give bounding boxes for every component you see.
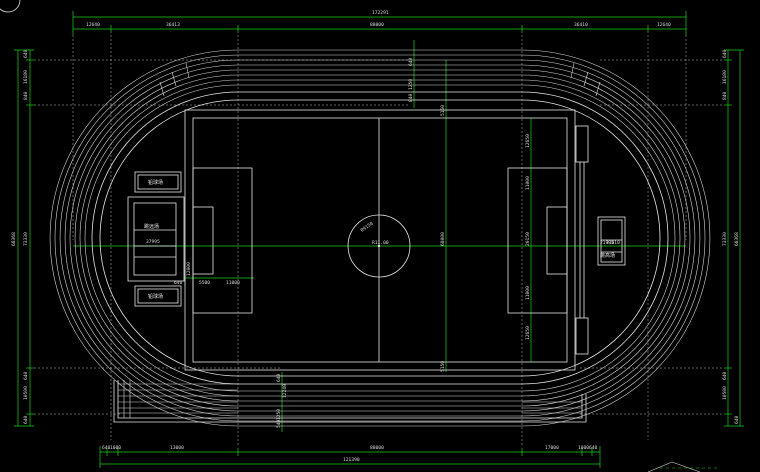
label-long-jump: 跳远场 — [144, 223, 159, 230]
dim-right-goal-2: 20150 — [525, 232, 531, 246]
dim-bottom-seg-5: 17000 — [545, 445, 559, 451]
dim-right-inner-3: 640 — [722, 371, 728, 380]
dim-left-3: 68368 — [11, 232, 17, 246]
dim-top-total: 172291 — [372, 10, 389, 16]
dim-bottom-vert-1: 5150 — [440, 361, 446, 372]
dim-right-4: 10500 — [722, 386, 728, 400]
dim-right-pen-1: 12650 — [525, 134, 531, 148]
dim-right-goal-3: 11000 — [525, 286, 531, 300]
dim-left-small-3: 5500 — [199, 280, 210, 286]
dim-left-1: 640 — [23, 49, 29, 58]
label-shotput-top: 铅球场 — [148, 179, 163, 186]
dim-bottom-seg-4: 88000 — [370, 445, 384, 451]
side-dim-right: 31010 — [606, 240, 620, 246]
dim-top-vert-4: 5150 — [440, 105, 446, 116]
dim-top-seg-5: 12640 — [657, 22, 671, 28]
dim-bottom-seg-1: 640 — [102, 445, 111, 451]
dim-left-small-1: 12000 — [186, 262, 192, 276]
dim-top-seg-3: 88000 — [370, 22, 384, 28]
dim-left-inner-3: 640 — [23, 371, 29, 380]
dim-bottom-total: 121390 — [343, 457, 360, 463]
north-arrow-fragment — [647, 461, 720, 472]
dim-bottom-mid-3: 1250 — [276, 409, 282, 420]
running-track — [49, 49, 711, 427]
dim-field-height: 68000 — [440, 232, 446, 246]
dim-goal-to-box: 11000 — [226, 280, 240, 286]
dim-bottom-mid-1: 640 — [276, 373, 282, 382]
dim-bottom-seg-2: 1000 — [110, 445, 121, 451]
label-high-jump: 跳高场 — [600, 252, 615, 259]
dim-right-3: 68368 — [734, 232, 740, 246]
dim-right-1: 640 — [722, 49, 728, 58]
circle-center-label: R11.00 — [372, 240, 389, 246]
label-left-court-mid: 37995 — [146, 239, 160, 245]
dim-top-seg-2: 36413 — [166, 22, 180, 28]
dim-top-vert-2: 1250 — [408, 79, 414, 90]
sprint-straight — [113, 380, 587, 423]
side-facilities — [127, 125, 626, 355]
dim-right-pen-2: 12650 — [525, 326, 531, 340]
dim-bottom-mid-2: 12240 — [282, 384, 288, 398]
dimension-text: 172291 12640 36413 88000 36410 12640 640… — [11, 10, 740, 463]
dim-top-vert-3: 840 — [408, 93, 414, 102]
corner-circle — [0, 0, 21, 13]
football-field — [184, 109, 576, 371]
dim-bottom-seg-7: 640 — [589, 445, 598, 451]
dim-right-goal-1: 11000 — [525, 176, 531, 190]
dim-bottom-seg-6: 1000 — [578, 445, 589, 451]
circle-radius-label: R9150 — [360, 221, 375, 234]
facility-labels: 铅球场 跳远场 37995 铅球场 21995 跳高场 — [144, 179, 615, 300]
dim-left-small-2: 640 — [174, 280, 183, 286]
label-shotput-bottom: 铅球场 — [148, 293, 163, 300]
dim-bottom-mid-4: 540 — [276, 419, 282, 428]
dim-right-5: 640 — [734, 415, 740, 424]
dim-left-4: 10500 — [23, 386, 29, 400]
dim-left-inner-1: 840 — [23, 91, 29, 100]
dim-left-2: 16180 — [23, 70, 29, 84]
dim-right-inner-2: 73330 — [722, 232, 728, 246]
dim-left-5: 640 — [23, 415, 29, 424]
dim-right-inner-1: 840 — [722, 91, 728, 100]
dim-top-seg-1: 12640 — [86, 22, 100, 28]
dim-left-inner-2: 73330 — [23, 232, 29, 246]
dim-right-2: 16180 — [722, 70, 728, 84]
label-right-small: 21995 — [600, 240, 614, 246]
dim-top-seg-4: 36410 — [574, 22, 588, 28]
dim-top-vert-1: 640 — [408, 57, 414, 66]
dim-bottom-seg-3: 13000 — [170, 445, 184, 451]
